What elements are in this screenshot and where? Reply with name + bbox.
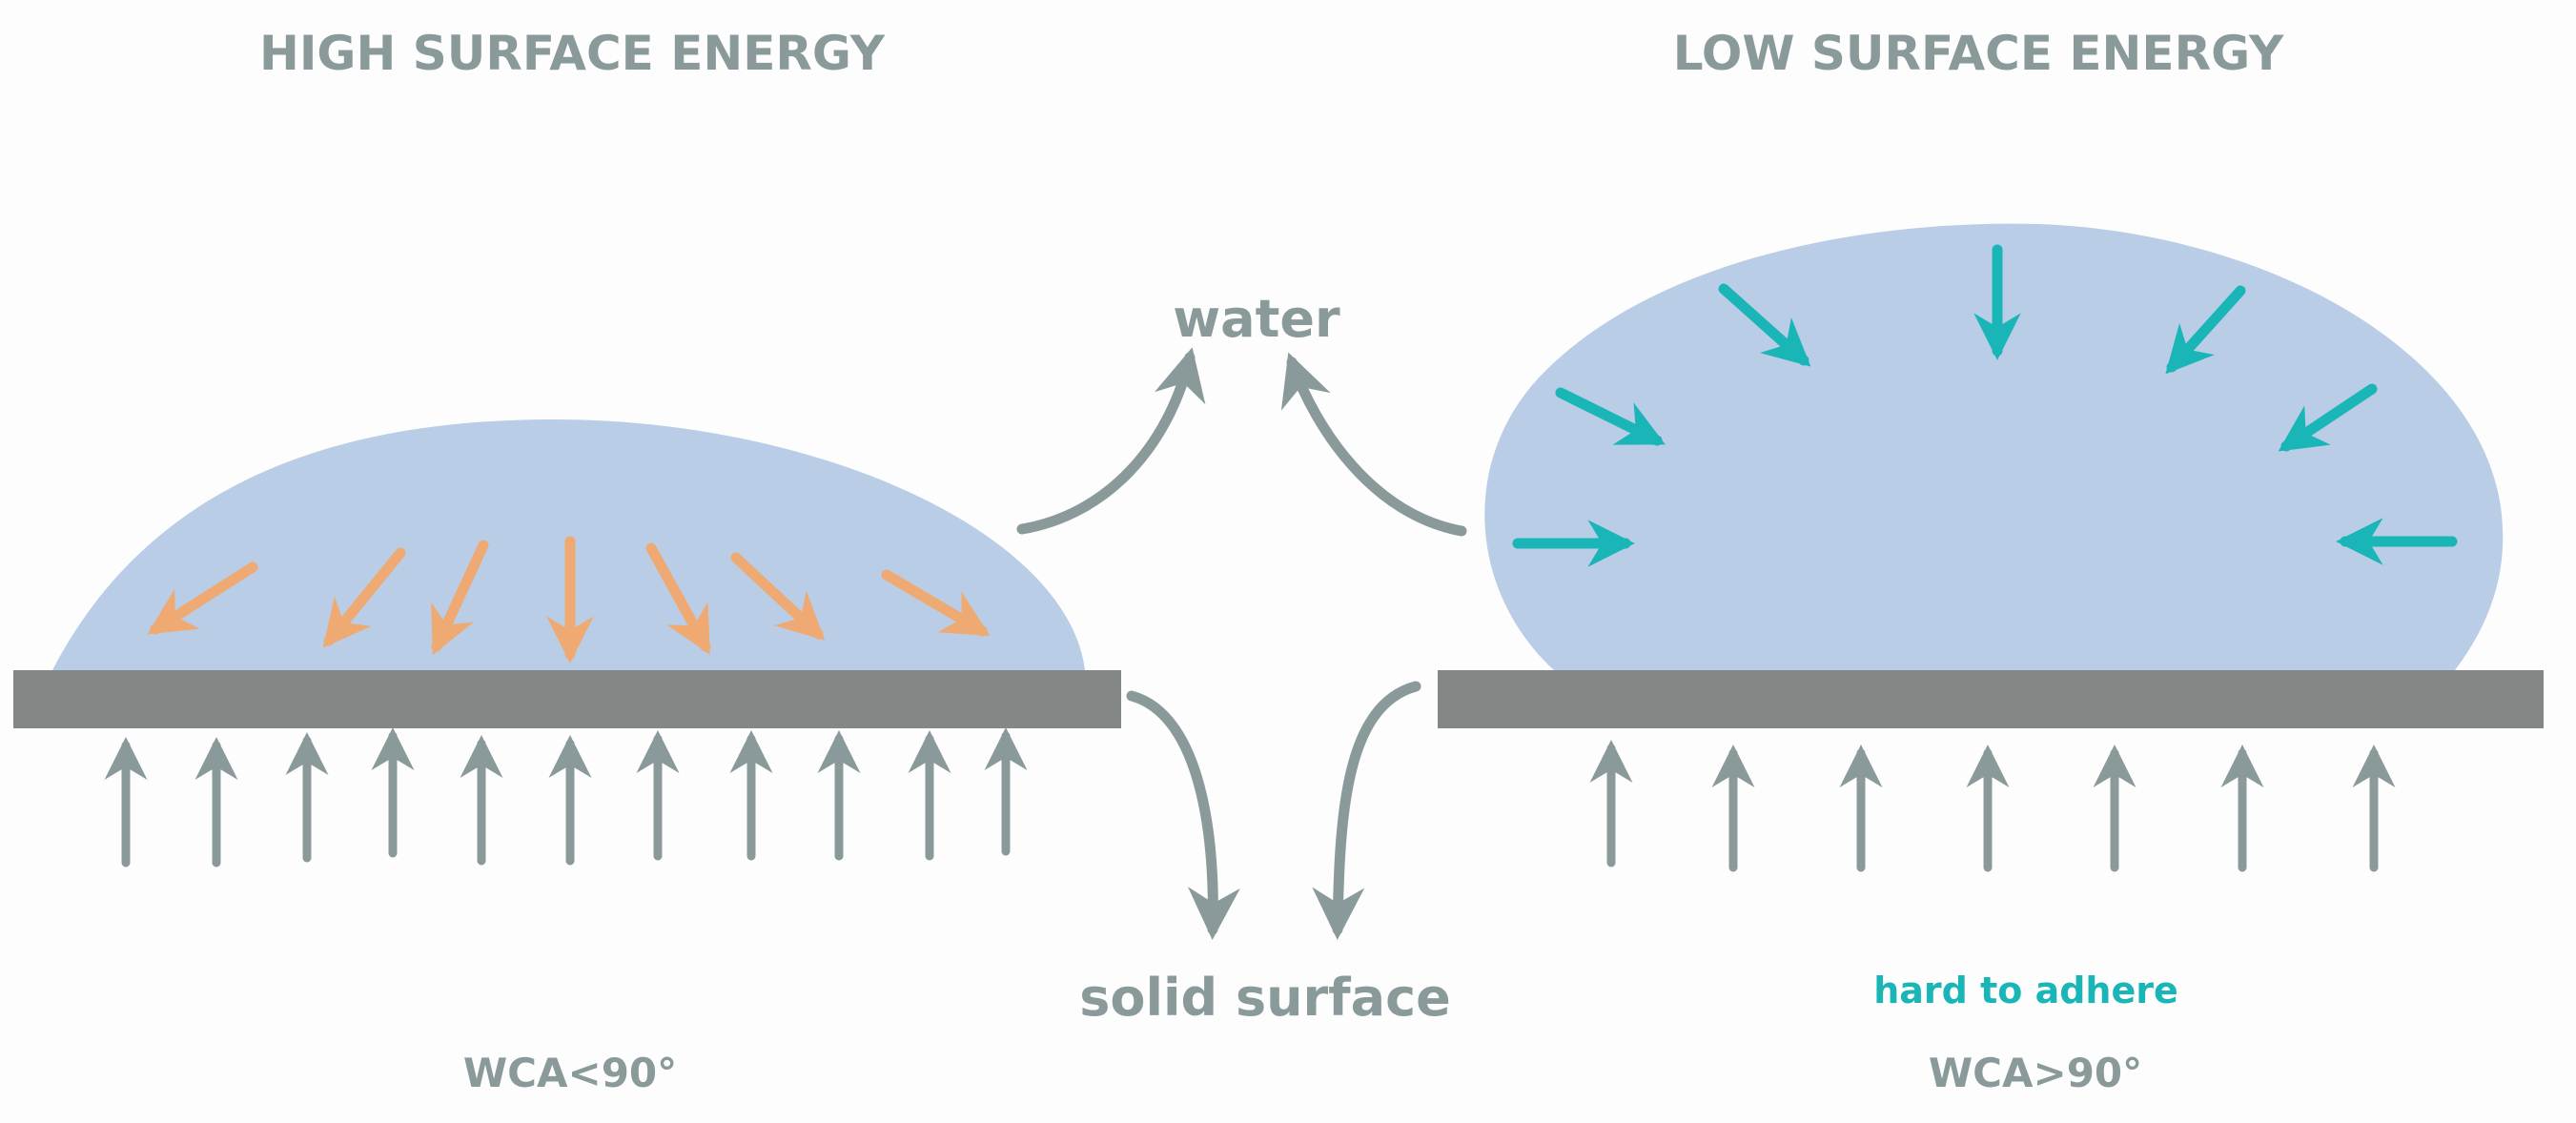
water-label: water [1173, 289, 1340, 349]
right-contact-angle: WCA>90° [1929, 1050, 2142, 1096]
teal-force-arrow [1555, 387, 1666, 446]
surface-pointer-left [1126, 690, 1240, 940]
orange-force-arrow [322, 547, 406, 648]
right-title: LOW SURFACE ENERGY [1673, 26, 2284, 81]
right-water-droplet [1484, 223, 2504, 670]
teal-force-arrow [1718, 283, 1811, 367]
water-pointer-left [1016, 347, 1206, 535]
left-cohesive-force-arrows [147, 536, 991, 664]
right-adhesive-force-arrows [1589, 740, 2396, 872]
orange-force-arrow [645, 542, 711, 655]
left-solid-surface [13, 670, 1121, 728]
teal-force-arrow [2165, 285, 2246, 375]
right-cohesive-force-arrows [1512, 244, 2458, 567]
hard-to-adhere-note: hard to adhere [1873, 970, 2178, 1011]
right-solid-surface [1438, 670, 2544, 728]
water-pointer-right [1280, 352, 1467, 537]
left-adhesive-force-arrows [104, 727, 1028, 868]
left-title: HIGH SURFACE ENERGY [259, 26, 886, 81]
surface-pointer-right [1312, 681, 1421, 940]
orange-force-arrow [147, 562, 258, 635]
orange-force-arrow [881, 569, 991, 637]
orange-force-arrow [431, 540, 489, 655]
teal-force-arrow [2278, 383, 2378, 452]
solid-surface-label: solid surface [1079, 968, 1451, 1028]
left-contact-angle: WCA<90° [463, 1050, 677, 1096]
center-pointer-arrows [1016, 347, 1467, 940]
orange-force-arrow [730, 552, 826, 641]
